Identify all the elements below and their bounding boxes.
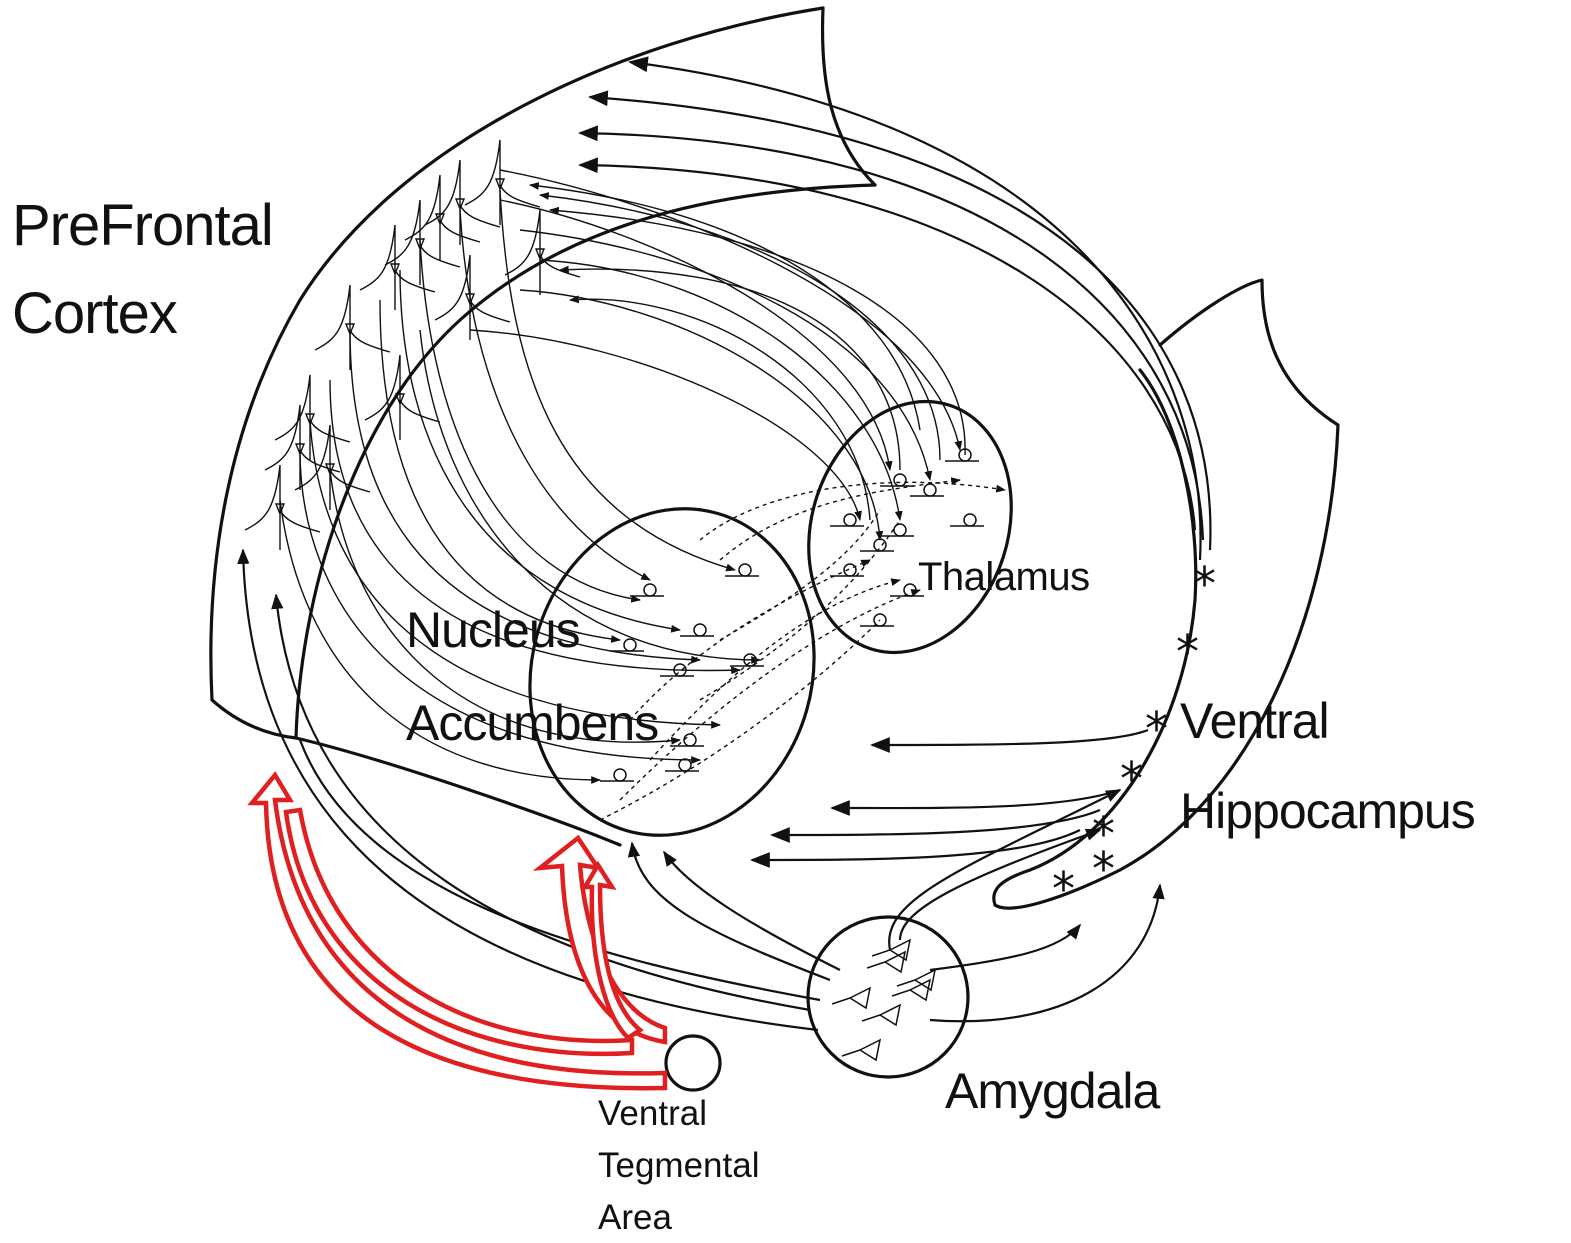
local-cell <box>874 539 886 551</box>
amygdala-cell <box>842 1040 880 1060</box>
local-cell <box>964 514 976 526</box>
vta-label-line1: Ventral <box>598 1094 707 1133</box>
hippocampus-label-line2: Hippocampus <box>1180 783 1475 839</box>
hippocampus-marker: * <box>1052 862 1075 916</box>
hippocampus-label-line1: Ventral <box>1180 693 1329 749</box>
vta-label-line3: Area <box>598 1198 672 1237</box>
pyramidal-neuron <box>360 225 435 310</box>
thalamus-label: Thalamus <box>918 555 1090 599</box>
local-cell <box>844 514 856 526</box>
pyramidal-neuron <box>265 405 340 490</box>
amygdala-cell <box>862 1005 900 1025</box>
accumbens-thalamus-dashed-fibers <box>600 480 1005 820</box>
local-cell <box>894 524 906 536</box>
hippocampus-marker: * <box>1193 557 1216 611</box>
hippocampus-marker: * <box>1145 702 1168 756</box>
amygdala-cells <box>832 940 935 1060</box>
nucleus-accumbens-outline <box>492 475 852 869</box>
amygdala-outline <box>808 917 968 1077</box>
accumbens-label-line2: Accumbens <box>406 695 658 751</box>
local-cell <box>924 484 936 496</box>
local-cell <box>684 734 696 746</box>
vta-outline <box>666 1036 720 1090</box>
pyramidal-neuron <box>315 285 390 370</box>
local-cell <box>894 474 906 486</box>
striatal-arc <box>296 738 620 845</box>
local-cell <box>624 639 636 651</box>
local-cell <box>614 769 626 781</box>
prefrontal-label-line2: Cortex <box>12 281 178 346</box>
hippocampus-marker: * <box>1176 625 1199 679</box>
local-cell <box>739 564 751 576</box>
amygdala-cell <box>832 988 870 1008</box>
pyramidal-neuron <box>245 465 320 550</box>
local-cell <box>904 584 916 596</box>
hippocampus-marker: * <box>1092 842 1115 896</box>
pyramidal-neuron <box>465 140 540 225</box>
pyramidal-neuron <box>405 175 480 260</box>
pfc-neurons <box>245 140 580 550</box>
amygdala-label: Amygdala <box>945 1063 1161 1119</box>
pyramidal-neuron <box>505 210 580 295</box>
vta-label-line2: Tegmental <box>598 1146 759 1185</box>
accumbens-label-line1: Nucleus <box>406 602 580 658</box>
prefrontal-label-line1: PreFrontal <box>12 193 273 258</box>
hippocampus-to-accumbens-projections <box>752 730 1148 860</box>
hippocampus-marker: * <box>1120 752 1143 806</box>
local-cell <box>694 624 706 636</box>
pfc-to-striatum-fibers <box>280 190 760 780</box>
thalamus-outline <box>777 375 1043 679</box>
pfc-to-thalamus-fibers <box>470 170 960 540</box>
local-cell <box>644 584 656 596</box>
local-cell <box>679 759 691 771</box>
pyramidal-neuron <box>435 255 510 340</box>
amygdala-cell <box>892 980 930 1000</box>
amygdala-projections <box>243 550 1160 1030</box>
pyramidal-neuron <box>425 160 500 245</box>
